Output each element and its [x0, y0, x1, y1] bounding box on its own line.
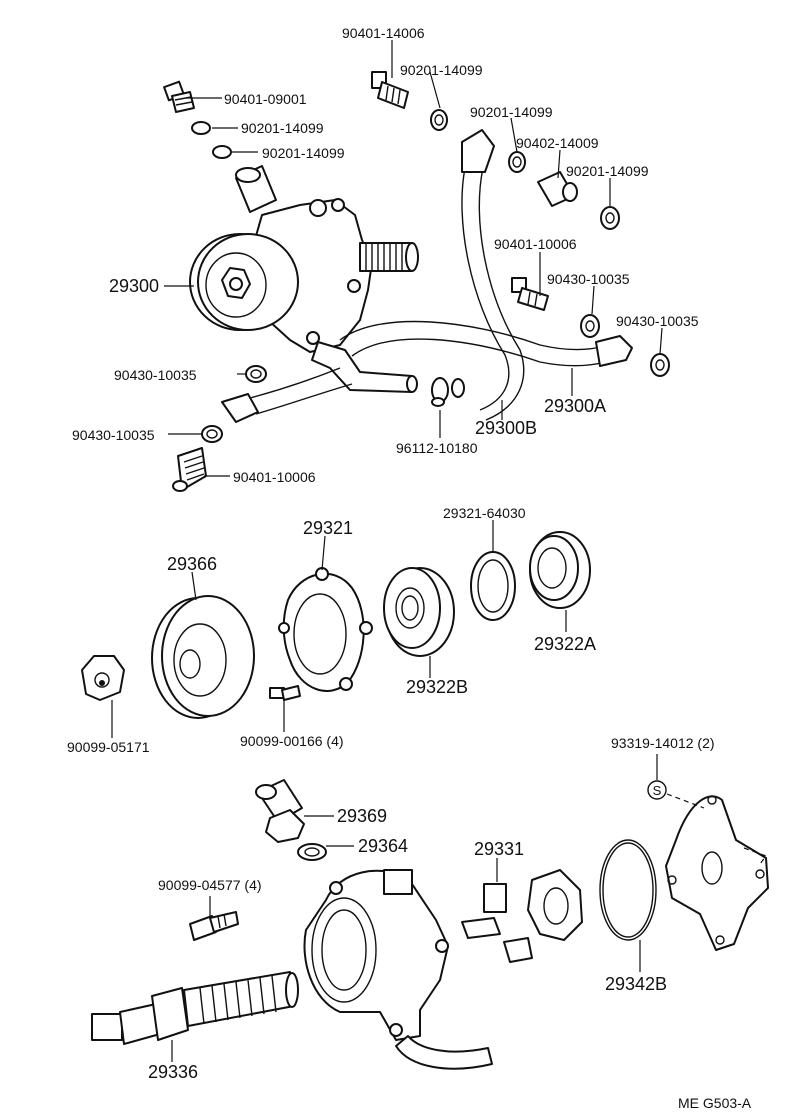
label-29366: 29366: [167, 554, 217, 574]
label-90201-14099-a: 90201-14099: [400, 62, 483, 78]
vacuum-pump-assembly: [189, 165, 419, 393]
gasket-90201-14099-e: [600, 206, 620, 230]
label-90401-10006-a: 90401-10006: [494, 236, 577, 252]
bolt-90401-14006: [371, 71, 409, 109]
shaft-29336: [91, 971, 299, 1045]
pump-housing: [303, 869, 493, 1070]
bolt-90099-04577: [189, 911, 239, 941]
plate: [665, 795, 769, 951]
label-29321-64030: 29321-64030: [443, 505, 526, 521]
label-90430-10035-c: 90430-10035: [547, 271, 630, 287]
valve-29369: [255, 779, 305, 843]
gasket-90430-10035-a: [245, 365, 267, 383]
gasket-90201-14099-c: [212, 145, 232, 159]
label-29322b: 29322B: [406, 677, 468, 697]
label-29369: 29369: [337, 806, 387, 826]
hose-left: [221, 367, 353, 423]
label-93319-14012: 93319-14012 (2): [611, 735, 715, 751]
figure-code: ME G503-A: [678, 1095, 752, 1111]
hose-29300b: [451, 129, 525, 421]
label-90201-14099-b: 90201-14099: [241, 120, 324, 136]
label-90099-00166: 90099-00166 (4): [240, 733, 344, 749]
s-mark-icon: S: [647, 780, 667, 800]
label-29331: 29331: [474, 839, 524, 859]
s-mark-label: S: [653, 783, 662, 798]
o-ring-29342b: [599, 839, 657, 941]
label-29300b: 29300B: [475, 418, 537, 438]
label-96112-10180: 96112-10180: [396, 440, 478, 456]
label-90201-14099-c: 90201-14099: [262, 145, 345, 161]
label-29322a: 29322A: [534, 634, 596, 654]
gasket-90201-14099-a: [430, 109, 448, 131]
bolt-90099-00166: [269, 685, 301, 701]
label-29300a: 29300A: [544, 396, 606, 416]
label-29364: 29364: [358, 836, 408, 856]
label-29321: 29321: [303, 518, 353, 538]
bolt-90401-10006-b: [172, 447, 207, 492]
leader-lines: [111, 40, 663, 1062]
bearing-29322b: [383, 567, 455, 657]
gasket-90201-14099-b: [191, 121, 211, 135]
label-90099-04577: 90099-04577 (4): [158, 877, 262, 893]
gasket-90430-10035-c: [580, 314, 600, 338]
label-90401-09001: 90401-09001: [224, 91, 307, 107]
gasket-90430-10035-b: [201, 425, 223, 443]
label-90099-05171: 90099-05171: [67, 739, 150, 755]
gasket-90201-14099-d: [508, 151, 526, 173]
label-90430-10035-d: 90430-10035: [616, 313, 699, 329]
label-29300: 29300: [109, 276, 159, 296]
oil-seal-29321-64030: [470, 551, 516, 621]
gasket-29364: [297, 843, 327, 861]
rotor-29331: [461, 869, 583, 963]
part-labels: 90401-14006 90201-14099 90401-09001 9020…: [67, 25, 752, 1111]
bolt-90401-09001: [163, 80, 195, 113]
label-90201-14099-e: 90201-14099: [566, 163, 649, 179]
nut-90099-05171: [81, 655, 125, 701]
bolt-90401-10006-a: [511, 277, 549, 311]
label-90430-10035-b: 90430-10035: [72, 427, 155, 443]
gasket-90430-10035-d: [650, 353, 670, 377]
pulley-29366: [151, 595, 255, 719]
label-90430-10035-a: 90430-10035: [114, 367, 197, 383]
housing-29321: [278, 567, 373, 692]
label-29342b: 29342B: [605, 974, 667, 994]
label-29336: 29336: [148, 1062, 198, 1082]
union-90402-14009: [537, 171, 578, 207]
seal-29322a: [529, 531, 591, 609]
label-90401-10006-b: 90401-10006: [233, 469, 316, 485]
label-90402-14009: 90402-14009: [516, 135, 599, 151]
hose-clamp-96112: [431, 377, 449, 407]
label-90401-14006: 90401-14006: [342, 25, 425, 41]
label-90201-14099-d: 90201-14099: [470, 104, 553, 120]
